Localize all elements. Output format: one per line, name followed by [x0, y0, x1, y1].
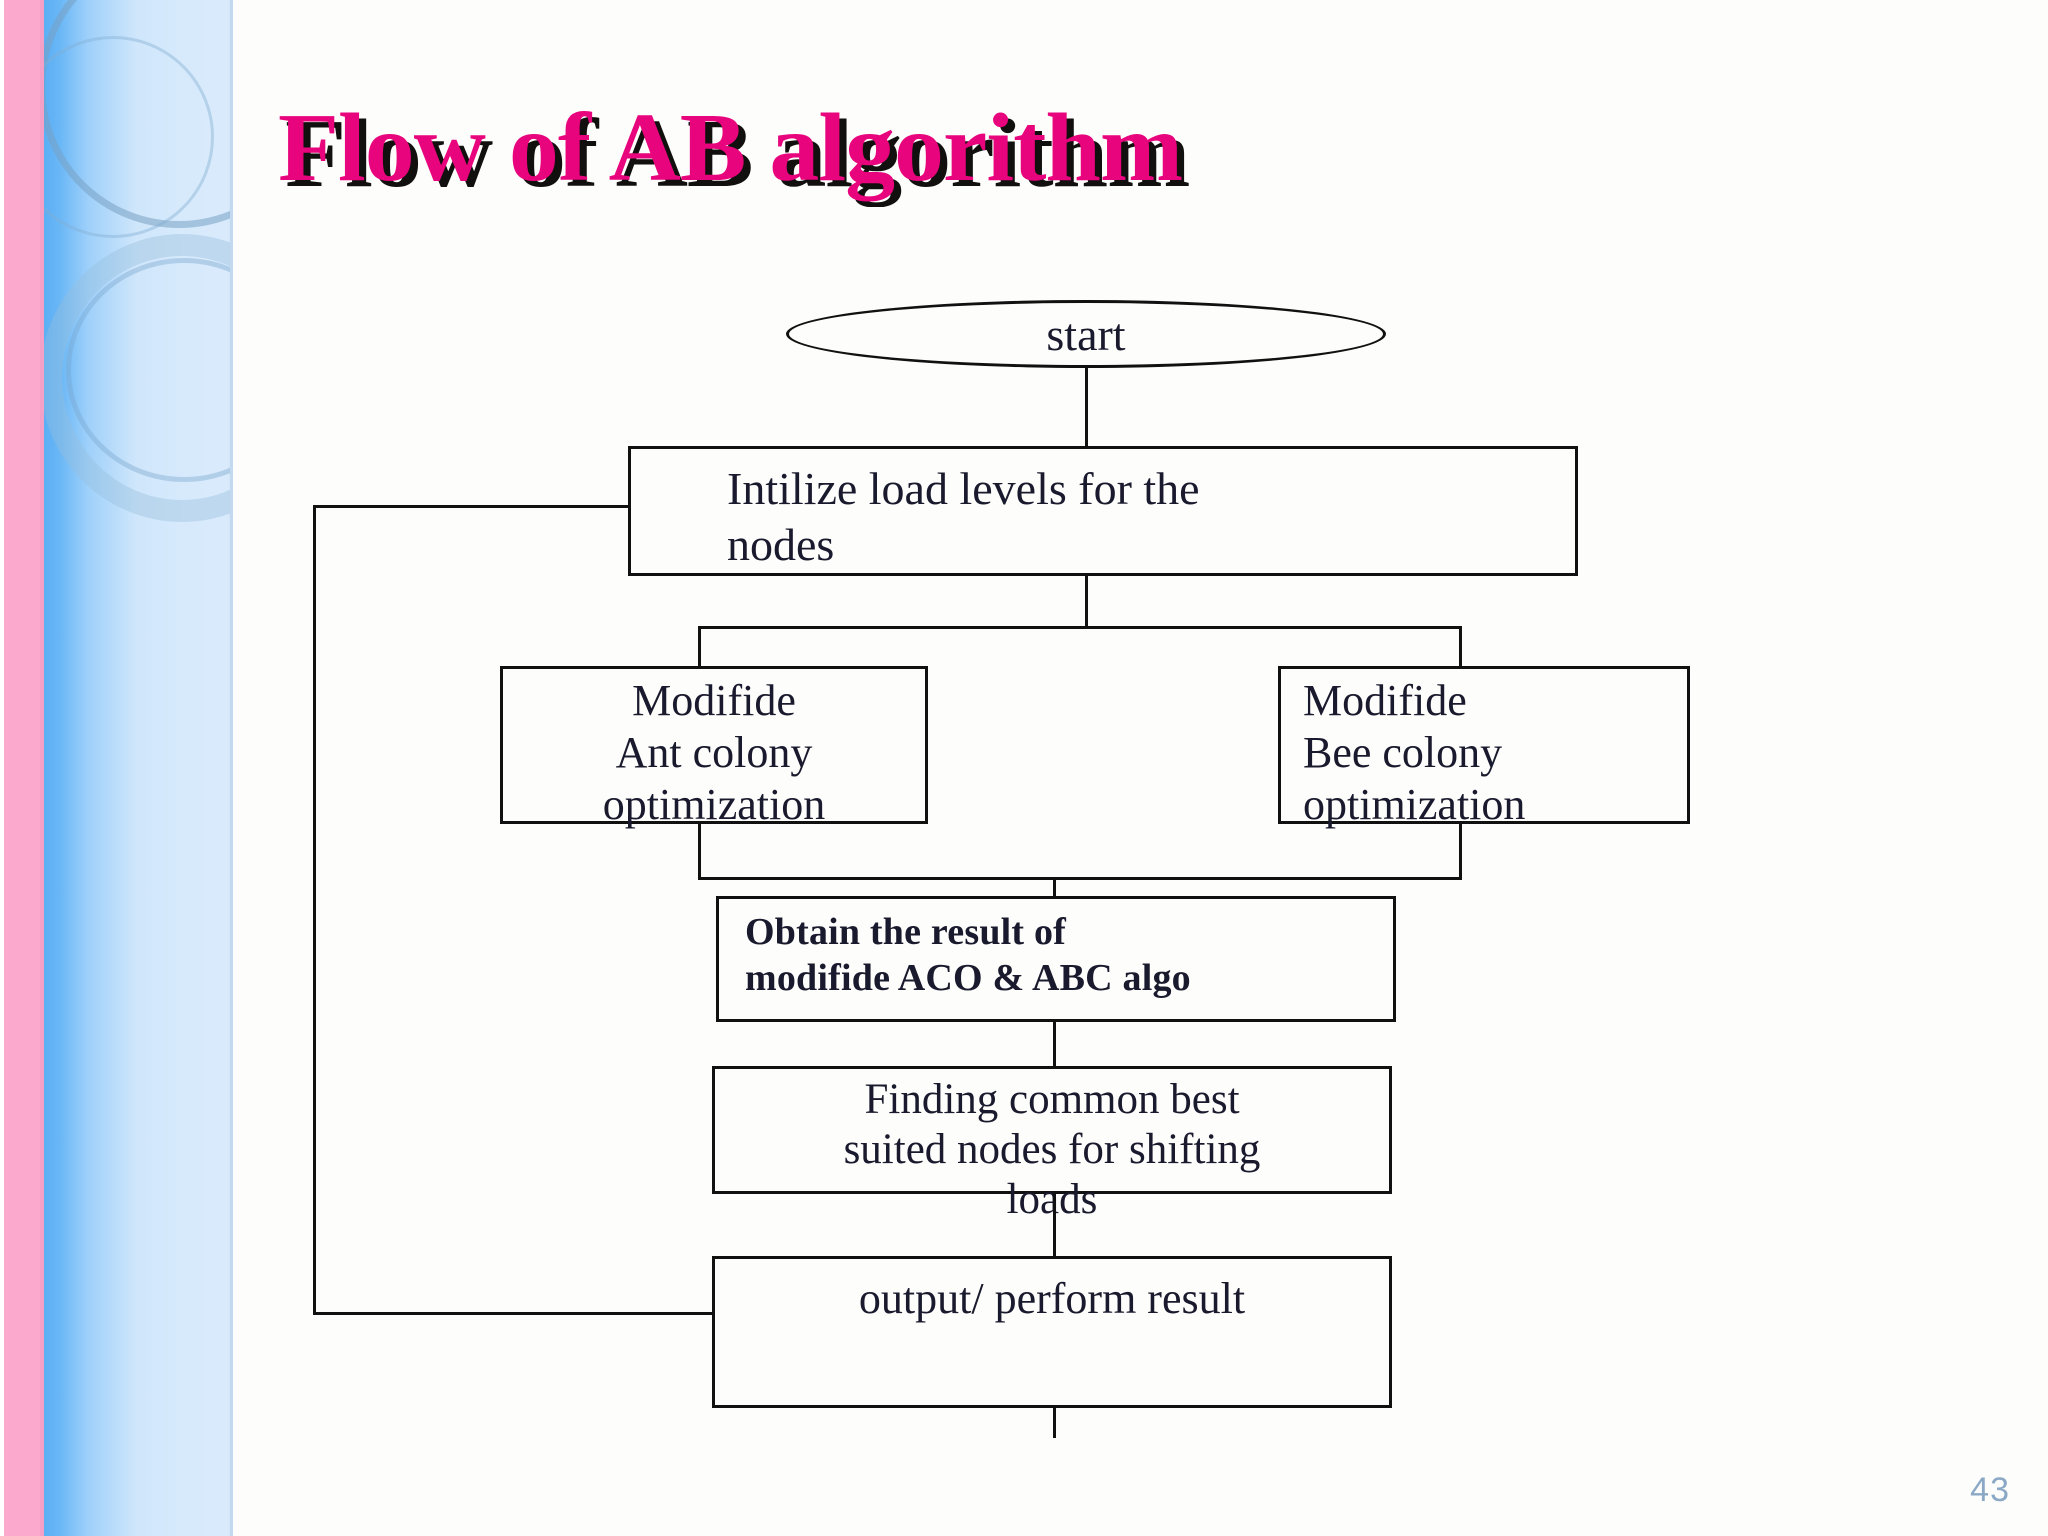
band-right-rim: [230, 0, 233, 1536]
page-title: Flow of AB algorithm: [278, 94, 1183, 202]
edge-aco-to-merge: [698, 822, 701, 880]
edge-feedback-bottom: [313, 1312, 715, 1315]
edge-output-tail: [1053, 1406, 1056, 1438]
edge-merge-bar: [698, 877, 1462, 880]
page-number: 43: [1970, 1471, 2010, 1509]
edge-obtain-to-finding: [1053, 1020, 1056, 1068]
decorative-left-band: [0, 0, 233, 1536]
edge-split-to-aco: [698, 626, 701, 668]
edge-init-to-split: [1085, 576, 1088, 628]
flow-node-start: start: [786, 300, 1386, 368]
flow-node-aco-label: Modifide Ant colony optimization: [602, 676, 826, 829]
flow-node-aco: Modifide Ant colony optimization: [500, 666, 928, 829]
flow-node-finding-label: Finding common best suited nodes for shi…: [843, 1076, 1261, 1223]
edge-split-to-abc: [1459, 626, 1462, 668]
flow-node-obtain-label: Obtain the result of modifide ACO & ABC …: [745, 911, 1191, 999]
edge-abc-to-merge: [1459, 822, 1462, 880]
edge-split-bar: [698, 626, 1462, 629]
edge-start-to-init: [1085, 368, 1088, 446]
edge-merge-to-obtain: [1053, 877, 1056, 899]
pink-accent-bar: [4, 0, 40, 1536]
flow-node-output: output/ perform result: [712, 1256, 1392, 1408]
white-edge-strip: [0, 0, 4, 1536]
edge-feedback-top: [313, 505, 631, 508]
flow-node-abc-label: Modifide Bee colony optimization: [1303, 676, 1526, 829]
edge-feedback-side: [313, 505, 316, 1315]
flow-node-finding: Finding common best suited nodes for shi…: [712, 1066, 1392, 1223]
edge-finding-to-output: [1053, 1192, 1056, 1258]
pink-accent-edge: [40, 0, 44, 1536]
flow-node-output-label: output/ perform result: [858, 1274, 1246, 1323]
flow-node-init: Intilize load levels for the nodes: [628, 446, 1578, 576]
flow-node-obtain: Obtain the result of modifide ACO & ABC …: [716, 896, 1396, 1022]
blue-gradient-band: [44, 0, 232, 1536]
flow-node-abc: Modifide Bee colony optimization: [1278, 666, 1690, 829]
flow-node-start-label: start: [1046, 308, 1126, 360]
flow-node-init-label: Intilize load levels for the nodes: [727, 463, 1200, 570]
